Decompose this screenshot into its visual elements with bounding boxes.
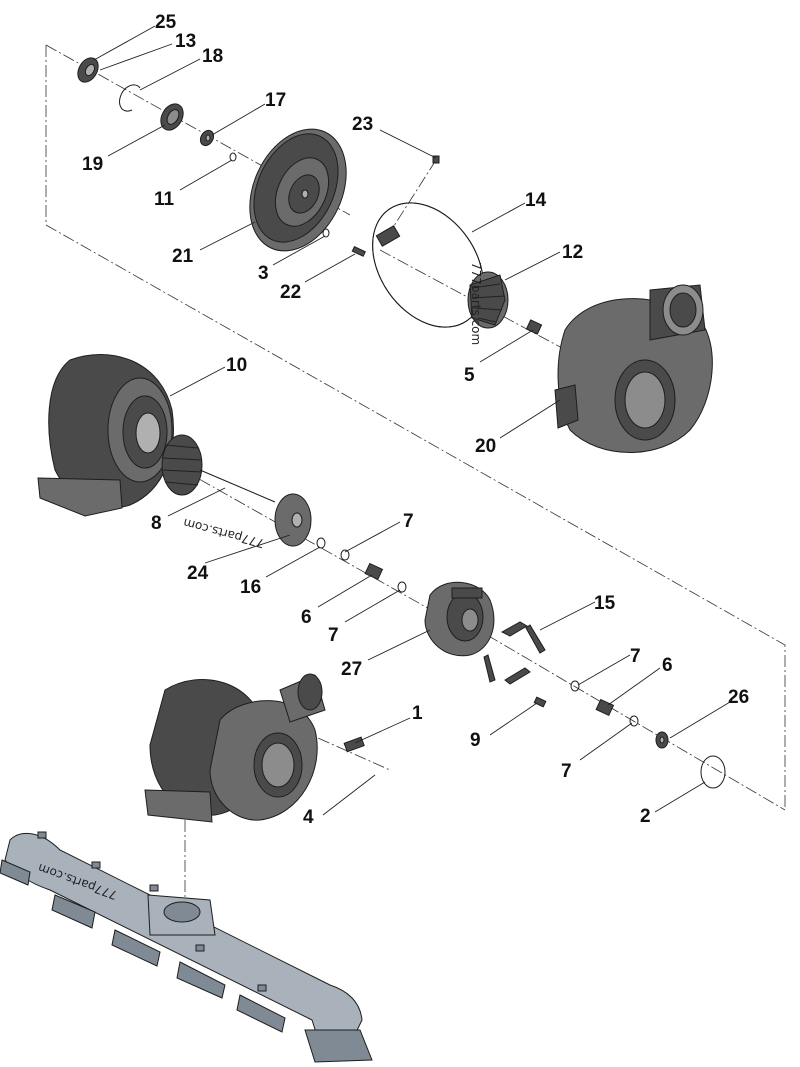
part-screw bbox=[351, 245, 366, 257]
callout-5: 5 bbox=[464, 365, 475, 386]
callout-18: 18 bbox=[202, 46, 223, 67]
callout-9: 9 bbox=[470, 730, 481, 751]
leader-lines bbox=[93, 25, 731, 816]
part-backplate bbox=[249, 128, 347, 252]
part-o-ring-3 bbox=[322, 228, 330, 238]
callout-6a: 6 bbox=[301, 607, 312, 628]
part-shaft-nut bbox=[525, 319, 543, 335]
watermark-diagonal: 777parts.com bbox=[182, 516, 266, 551]
part-compressor-housing bbox=[554, 284, 713, 453]
part-cover-plate bbox=[77, 57, 99, 83]
callout-10: 10 bbox=[226, 355, 247, 376]
part-lock-plates bbox=[483, 621, 546, 685]
part-piston-ring bbox=[316, 537, 326, 549]
callout-7c: 7 bbox=[630, 646, 641, 667]
part-snap-ring bbox=[119, 84, 141, 112]
callout-13: 13 bbox=[175, 31, 196, 52]
callout-6b: 6 bbox=[662, 655, 673, 676]
callout-12: 12 bbox=[562, 242, 583, 263]
callout-7a: 7 bbox=[403, 511, 414, 532]
callout-21: 21 bbox=[172, 246, 194, 267]
part-thrust-washer bbox=[655, 731, 669, 749]
callout-labels: 25 13 18 17 19 11 23 21 14 3 22 12 5 10 … bbox=[82, 12, 749, 828]
callout-4: 4 bbox=[303, 807, 314, 828]
watermark-vertical: 777parts.com bbox=[469, 262, 483, 345]
part-turbine-housing bbox=[37, 353, 174, 517]
callout-19: 19 bbox=[82, 154, 103, 175]
callout-1: 1 bbox=[412, 703, 423, 724]
part-retaining-rings bbox=[340, 549, 639, 727]
callout-27: 27 bbox=[341, 659, 362, 680]
callout-3: 3 bbox=[258, 263, 269, 284]
callout-7d: 7 bbox=[561, 761, 572, 782]
callout-7b: 7 bbox=[328, 625, 339, 646]
callout-11: 11 bbox=[154, 189, 175, 210]
callout-17: 17 bbox=[265, 90, 286, 111]
part-thrust-collar bbox=[199, 129, 215, 147]
part-seal-plate bbox=[160, 103, 184, 131]
part-o-ring-small bbox=[229, 152, 237, 162]
callout-24: 24 bbox=[187, 563, 209, 584]
part-nut bbox=[432, 155, 440, 164]
part-heat-shield bbox=[274, 493, 312, 547]
part-v-band-clamp bbox=[372, 202, 484, 328]
assembled-turbocharger bbox=[144, 673, 365, 823]
callout-2: 2 bbox=[640, 806, 651, 827]
part-gasket-ring bbox=[700, 755, 726, 789]
callout-14: 14 bbox=[525, 190, 547, 211]
exhaust-manifold bbox=[0, 831, 373, 1063]
callout-22: 22 bbox=[280, 282, 301, 303]
part-bearing-housing bbox=[424, 581, 495, 657]
part-bolt bbox=[533, 696, 547, 708]
callout-16: 16 bbox=[240, 577, 261, 598]
callout-15: 15 bbox=[594, 593, 616, 614]
callout-26: 26 bbox=[728, 687, 749, 708]
callout-23: 23 bbox=[352, 114, 373, 135]
callout-8: 8 bbox=[151, 513, 162, 534]
callout-20: 20 bbox=[475, 436, 496, 457]
part-journal-bearings bbox=[364, 562, 615, 717]
part-turbine-wheel-shaft bbox=[161, 434, 276, 503]
part-compressor-wheel bbox=[467, 271, 509, 329]
callout-25: 25 bbox=[155, 12, 177, 33]
